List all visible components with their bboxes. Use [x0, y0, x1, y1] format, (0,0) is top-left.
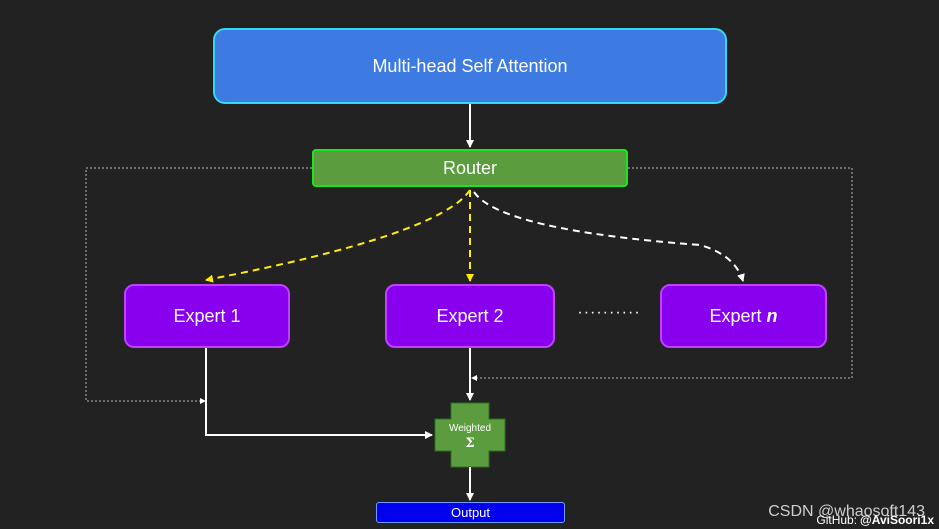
weighted-sum-sigma: Σ — [465, 436, 475, 451]
gating-loop-border — [85, 167, 312, 404]
expert-1-block: Expert 1 — [124, 284, 290, 348]
expert-n-index: n — [766, 305, 778, 326]
weighted-sum-label: Weighted — [448, 423, 492, 434]
multi-head-self-attention-block: Multi-head Self Attention — [213, 28, 727, 104]
router-block: Router — [312, 149, 628, 187]
output-label: Output — [450, 505, 491, 520]
gating-loop-border-right — [471, 167, 853, 381]
output-block: Output — [376, 502, 565, 523]
csdn-watermark: CSDN @whaosoft143 — [768, 503, 925, 520]
github-credit: GitHub:@AviSoori1x — [816, 513, 934, 527]
route-to-expert-1 — [205, 189, 471, 283]
github-credit-handle: @AviSoori1x — [860, 513, 934, 527]
expert-n-label: Expert — [709, 305, 762, 326]
expert-2-block: Expert 2 — [385, 284, 555, 348]
github-credit-prefix: GitHub: — [816, 513, 858, 527]
arrow-expert-1-to-weighted — [205, 348, 433, 439]
expert-ellipsis: ·········· — [577, 304, 641, 321]
expert-2-label: Expert 2 — [436, 305, 504, 326]
router-label: Router — [442, 157, 498, 178]
route-to-expert-n — [473, 191, 745, 282]
attention-label: Multi-head Self Attention — [372, 55, 568, 76]
expert-1-label: Expert 1 — [173, 305, 241, 326]
weighted-sum-block — [434, 402, 506, 468]
